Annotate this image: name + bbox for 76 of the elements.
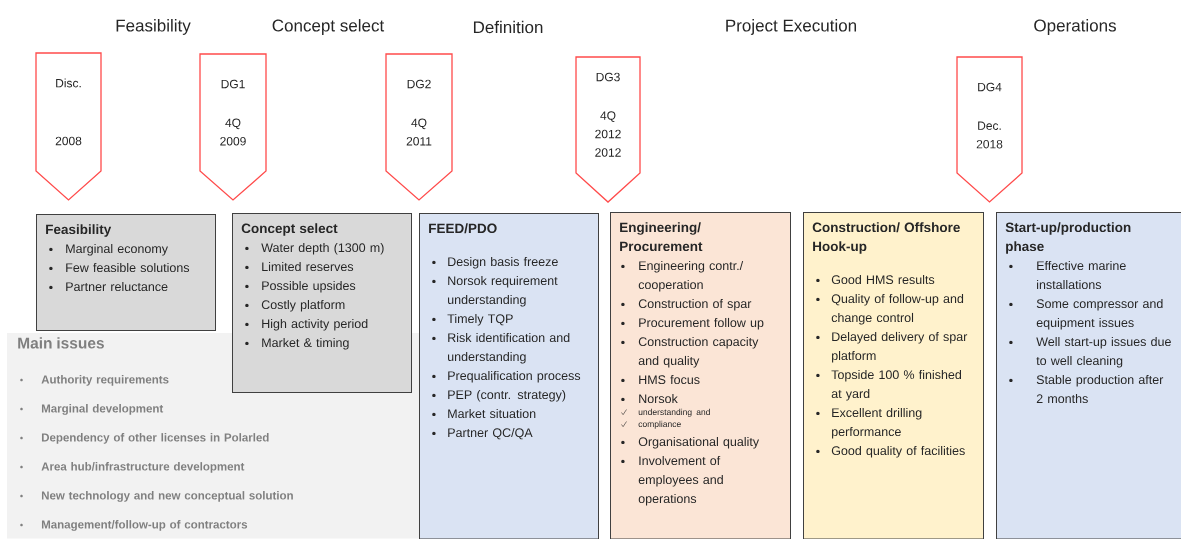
bullet-item: Risk identification and understanding (432, 332, 570, 364)
bullet-item: Partner QC/QA (432, 427, 533, 440)
gate-text: 2008 (55, 136, 82, 146)
gate-text: 4Q 2012 2012 (595, 111, 621, 157)
bullet-item: Water depth (1300 m) (245, 242, 384, 255)
bullet-item: Costly platform (245, 299, 345, 312)
phase-box (419, 213, 599, 539)
bullet-item: Involvement of employees and operations (621, 455, 723, 506)
box-heading: FEED/PDO (429, 223, 497, 234)
phase-title: Operations (1034, 19, 1116, 35)
phase-box (996, 212, 1181, 539)
bullet-item: Norsok (621, 393, 678, 404)
bullet-item: Timely TQP (432, 313, 513, 326)
gate-text: DG2 (407, 79, 431, 89)
bullet-item: Quality of follow-up and change control (816, 293, 964, 325)
bullet-item: PEP (contr. strategy) (432, 389, 566, 402)
bullet-item: Marginal economy (49, 243, 168, 256)
bullet-item: Procurement follow up (621, 317, 764, 330)
phase-title: Concept select (272, 19, 385, 35)
phase-box (610, 212, 791, 539)
gate-text: DG4 (978, 82, 1002, 92)
gate-marker (575, 56, 641, 203)
bullet-item: Norsok requirement understanding (432, 275, 558, 307)
bullet-item: Area hub/infrastructure development (20, 462, 245, 473)
gate-text: 4Q 2011 (406, 118, 432, 146)
bullet-item: Well start-up issues due to well cleaning (1009, 336, 1171, 368)
gate-marker (199, 53, 267, 201)
bullet-item: Some compressor and equipment issues (1009, 298, 1163, 330)
gate-marker (385, 53, 453, 201)
bullet-item: High activity period (245, 318, 368, 331)
bullet-item: Delayed delivery of spar platform (816, 331, 968, 363)
phase-box (803, 212, 984, 539)
bullet-item: Construction of spar (621, 298, 752, 311)
bullet-item: Organisational quality (621, 436, 760, 449)
gate-text: Dec. 2018 (976, 121, 1003, 149)
box-heading: Feasibility (46, 224, 112, 237)
bullet-item: HMS focus (621, 374, 700, 385)
box-heading: Construction/ Offshore Hook-up (812, 222, 960, 254)
bullet-item: Prequalification process (432, 370, 581, 383)
panel-heading: Main issues (18, 337, 104, 349)
gate-marker (35, 52, 102, 201)
bullet-item: Engineering contr./ cooperation (621, 260, 744, 292)
bullet-item: Partner reluctance (49, 281, 168, 292)
bullet-item: Dependency of other licenses in Polarled (20, 433, 269, 444)
phase-box (232, 213, 412, 393)
phase-box (36, 214, 216, 331)
bullet-item: Excellent drilling performance (816, 407, 922, 439)
phase-title: Definition (473, 20, 543, 34)
bullet-item: Effective marine installations (1009, 260, 1126, 290)
checklist-item: compliance (621, 420, 681, 429)
phase-title: Project Execution (726, 19, 856, 35)
bullet-item: Marginal development (20, 404, 164, 415)
gate-text: 4Q 2009 (220, 118, 246, 146)
bullet-item: Stable production after 2 months (1009, 374, 1164, 404)
bullet-item: Good quality of facilities (816, 445, 965, 458)
gate-text: DG3 (596, 72, 620, 82)
bullet-item: Management/follow-up of contractors (20, 520, 248, 531)
box-heading: Concept select (241, 223, 338, 236)
phase-title: Feasibility (116, 19, 191, 35)
box-heading: Start-up/production phase (1005, 222, 1131, 254)
gate-marker (956, 56, 1023, 203)
bullet-item: Market situation (432, 408, 536, 419)
bullet-item: Limited reserves (245, 261, 354, 272)
bullet-item: Few feasible solutions (49, 262, 190, 273)
checklist-item: understanding and (621, 408, 710, 417)
gate-text: Disc. (56, 78, 81, 88)
bullet-item: Good HMS results (816, 274, 935, 285)
bullet-item: Topside 100 % finished at yard (816, 369, 961, 401)
bullet-item: Market & timing (245, 337, 349, 350)
bullet-item: Design basis freeze (432, 256, 558, 269)
gate-text: DG1 (221, 79, 245, 89)
bullet-item: Authority requirements (20, 375, 169, 386)
bullet-item: Construction capacity and quality (621, 336, 759, 368)
bullet-item: Possible upsides (245, 280, 356, 293)
box-heading: Engineering/ Procurement (620, 222, 703, 252)
bullet-item: New technology and new conceptual solution (20, 491, 293, 502)
